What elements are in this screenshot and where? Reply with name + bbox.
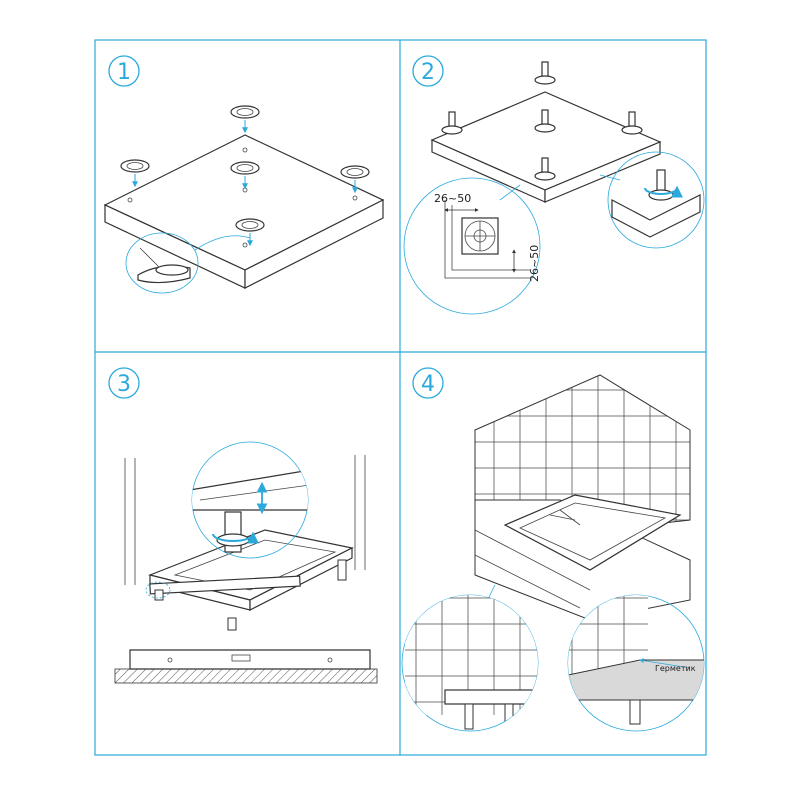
step-3-badge: 3 — [108, 367, 140, 399]
walls — [124, 455, 366, 585]
shower-tray-on-legs — [145, 529, 354, 631]
step-2-number: 2 — [421, 60, 435, 85]
spirit-level — [114, 649, 378, 684]
step-4-number: 4 — [421, 372, 435, 397]
shower-tray-upside-down — [103, 134, 385, 289]
panel-1: 1 — [103, 55, 385, 294]
foot-detail-callout — [125, 232, 251, 294]
step-1-badge: 1 — [108, 55, 140, 87]
sealant-detail: Герметик — [567, 594, 705, 732]
foot-position-detail: 26~50 26~50 — [403, 177, 541, 315]
edge-detail-left — [401, 584, 539, 732]
step-1-number: 1 — [117, 60, 131, 85]
leg-height-detail — [191, 441, 309, 559]
panel-3: 3 — [108, 367, 378, 684]
panel-4: 4 — [401, 367, 705, 732]
adjustable-feet — [120, 105, 370, 247]
installed-shower-tray — [503, 494, 682, 571]
step-4-badge: 4 — [412, 367, 444, 399]
foot-adjust-detail — [599, 151, 705, 249]
dimension-vertical-label: 26~50 — [528, 245, 541, 282]
dimension-horizontal-label: 26~50 — [434, 192, 471, 205]
step-3-number: 3 — [117, 372, 131, 397]
sealant-label: Герметик — [655, 664, 696, 673]
step-2-badge: 2 — [412, 55, 444, 87]
shower-tray-with-legs — [430, 91, 662, 203]
screwed-feet — [441, 61, 643, 181]
panel-2: 2 — [403, 55, 705, 315]
panel-grid — [94, 39, 707, 756]
